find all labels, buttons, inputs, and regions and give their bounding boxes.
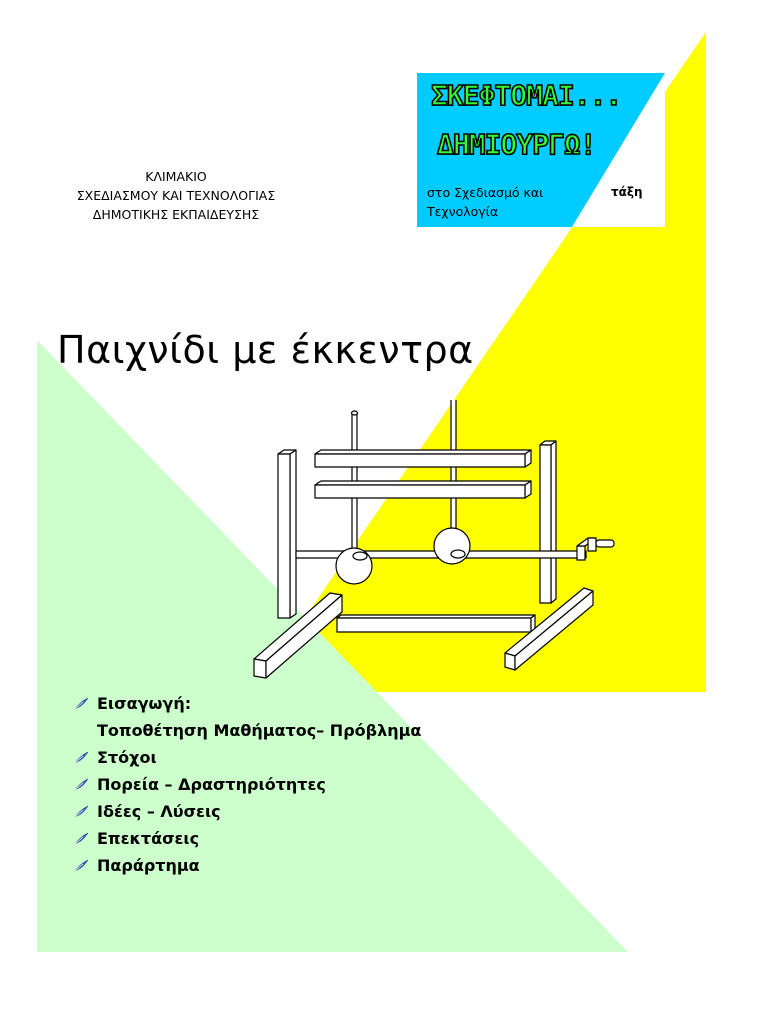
toc-item-label: Στόχοι [97,748,157,767]
toc-item-label: Τοποθέτηση Μαθήματος– Πρόβλημα [97,721,422,740]
logo-subtitle-line-1: στο Σχεδιασμό και [427,185,544,200]
institution-line-2: ΣΧΕΔΙΑΣΜΟΥ ΚΑΙ ΤΕΧΝΟΛΟΓΙΑΣ [76,188,276,203]
base-front-left [253,592,343,679]
base-middle [336,614,536,633]
feather-bullet-icon [74,778,89,791]
toc-item-label: Εισαγωγή: [97,694,192,713]
institution-line-1: ΚΛΙΜΑΚΙΟ [145,169,207,184]
logo-subtitle: στο Σχεδιασμό και Τεχνολογία [427,183,543,221]
right-post [539,440,557,604]
base-front-right [504,587,594,671]
toc-item-goals: Στόχοι [74,744,421,771]
crank-handle [576,537,615,561]
toc-item-label: Πορεία – Δραστηριότητες [97,775,326,794]
logo-white-corner [572,73,665,227]
logo-subtitle-line-2: Τεχνολογία [427,204,499,219]
toc-item-appendix: Παράρτημα [74,852,421,879]
toc-item-intro: Εισαγωγή: [74,690,421,717]
toc-item-intro-sub: Τοποθέτηση Μαθήματος– Πρόβλημα [74,717,421,744]
cam-toy-illustration [253,400,615,679]
green-triangle [37,340,628,952]
logo-title-line-2: ΔΗΜΙΟΥΡΓΩ! [436,127,597,162]
toc-item-label: Ιδέες – Λύσεις [97,802,221,821]
institution-line-3: ΔΗΜΟΤΙΚΗΣ ΕΚΠΑΙΔΕΥΣΗΣ [92,207,260,222]
logo-grade-label: τάξη [611,185,643,199]
middle-bar [314,480,532,499]
logo-title-line-1: ΣΚΕΦΤΟΜΑΙ... [430,78,623,113]
toc-item-label: Παράρτημα [97,856,200,875]
table-of-contents: Εισαγωγή: Τοποθέτηση Μαθήματος– Πρόβλημα… [74,690,421,879]
feather-bullet-icon [74,751,89,764]
cam-right [433,527,471,565]
left-post [277,449,297,619]
toc-item-extensions: Επεκτάσεις [74,825,421,852]
page-title: Παιχνίδι με έκκεντρα [57,328,474,372]
upper-bar [314,449,532,468]
toc-item-ideas: Ιδέες – Λύσεις [74,798,421,825]
toc-item-label: Επεκτάσεις [97,829,200,848]
toc-item-activities: Πορεία – Δραστηριότητες [74,771,421,798]
program-logo: ΣΚΕΦΤΟΜΑΙ... ΔΗΜΙΟΥΡΓΩ! στο Σχεδιασμό κα… [417,73,665,227]
feather-bullet-icon [74,805,89,818]
feather-bullet-icon [74,832,89,845]
institution-header: ΚΛΙΜΑΚΙΟ ΣΧΕΔΙΑΣΜΟΥ ΚΑΙ ΤΕΧΝΟΛΟΓΙΑΣ ΔΗΜΟ… [30,167,322,224]
feather-bullet-icon [74,859,89,872]
feather-bullet-icon [74,697,89,710]
